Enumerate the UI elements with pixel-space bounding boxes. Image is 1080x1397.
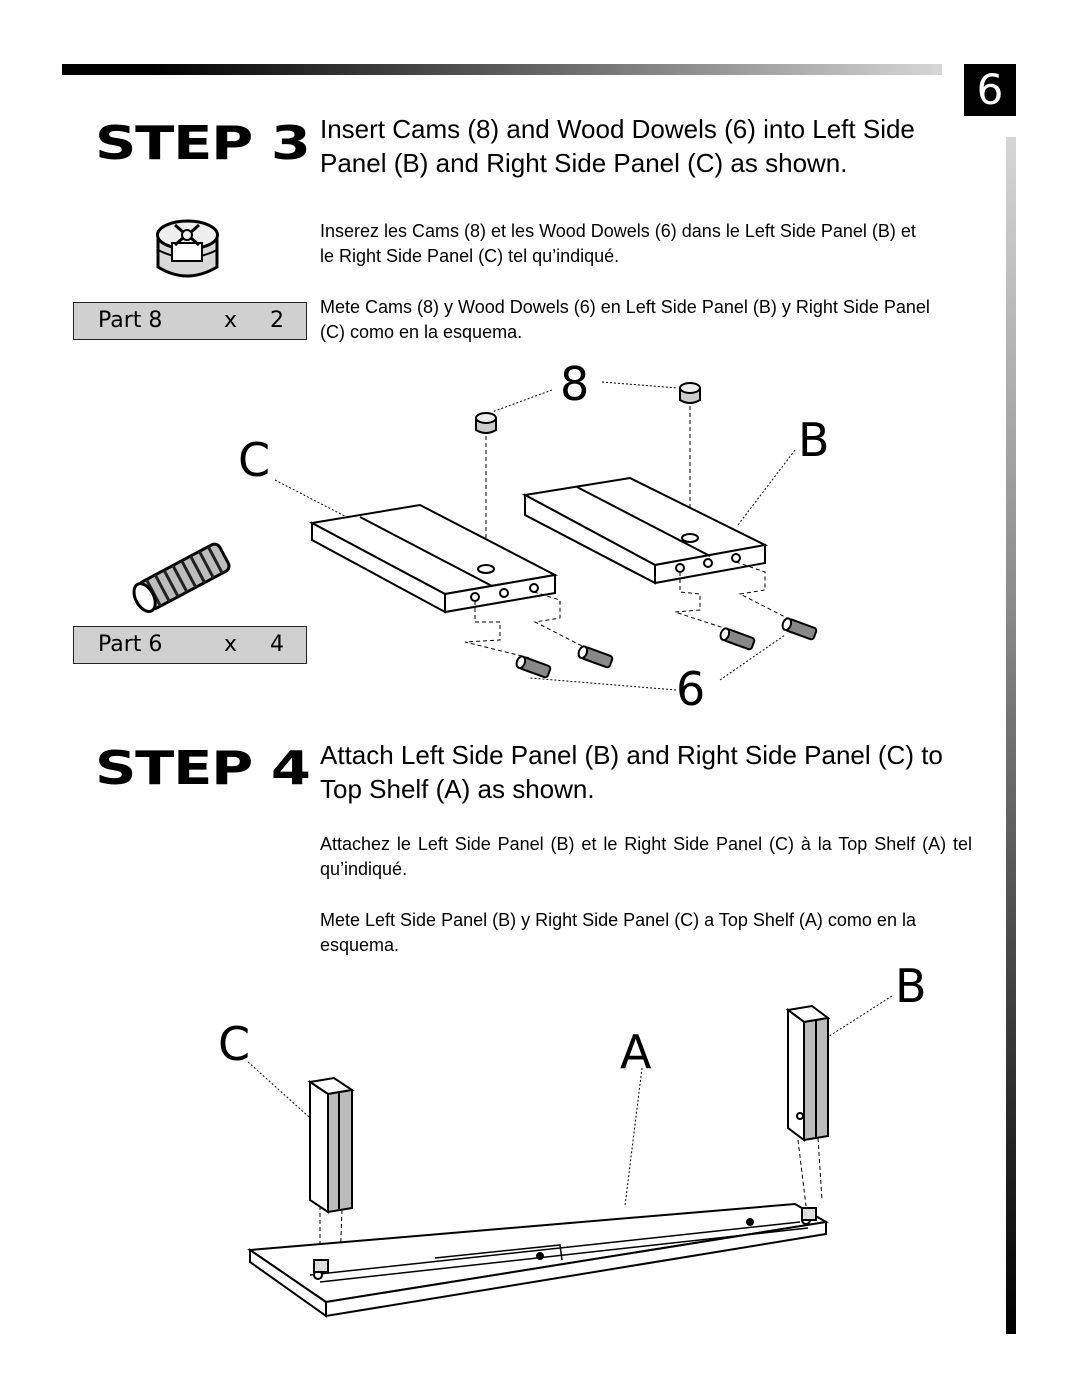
step4-french: Attachez le Left Side Panel (B) et le Ri… [320, 834, 972, 879]
step3-instruction: Insert Cams (8) and Wood Dowels (6) into… [320, 114, 915, 178]
callout-a-step4: A [620, 1025, 652, 1079]
step4-heading: STEP 4 [95, 741, 311, 795]
callout-dowel: 6 [676, 662, 705, 716]
callout-c-step4: C [218, 1017, 250, 1071]
page-number: 6 [964, 64, 1016, 116]
step4-instruction: Attach Left Side Panel (B) and Right Sid… [320, 740, 943, 804]
dowel-part-icon [132, 542, 231, 613]
step3-heading: STEP 3 [95, 116, 311, 170]
step4-diagram: B C A [218, 959, 927, 1318]
step3-spanish: Mete Cams (8) y Wood Dowels (6) en Left … [320, 297, 930, 342]
step3-diagram: 8 B C 6 [238, 357, 830, 716]
callout-c-step3: C [238, 433, 270, 487]
cam-piece-left [475, 412, 497, 434]
part6-count-box: Part 6 x 4 [73, 626, 307, 664]
top-shelf-a [247, 1202, 829, 1318]
cam-part-icon [156, 219, 219, 278]
part8-count-box: Part 8 x 2 [73, 302, 307, 340]
part8-x: x [224, 308, 238, 333]
part6-label: Part 6 [98, 632, 163, 657]
panel-b-step4 [785, 1004, 831, 1142]
panel-b-step3 [521, 476, 769, 585]
part6-x: x [224, 632, 238, 657]
step3-french: Inserez les Cams (8) et les Wood Dowels … [320, 221, 916, 266]
part6-qty: 4 [270, 632, 284, 657]
callout-cam: 8 [560, 357, 589, 411]
callout-b-step3: B [798, 413, 830, 467]
side-rule [1006, 137, 1016, 1334]
callout-b-step4: B [895, 959, 927, 1013]
step4-spanish: Mete Left Side Panel (B) y Right Side Pa… [320, 910, 916, 955]
part8-qty: 2 [270, 308, 284, 333]
top-rule [62, 64, 942, 75]
part8-label: Part 8 [98, 308, 163, 333]
cam-piece-right [679, 382, 701, 404]
panel-c-step4 [307, 1076, 355, 1214]
panel-c-step3 [308, 503, 559, 614]
